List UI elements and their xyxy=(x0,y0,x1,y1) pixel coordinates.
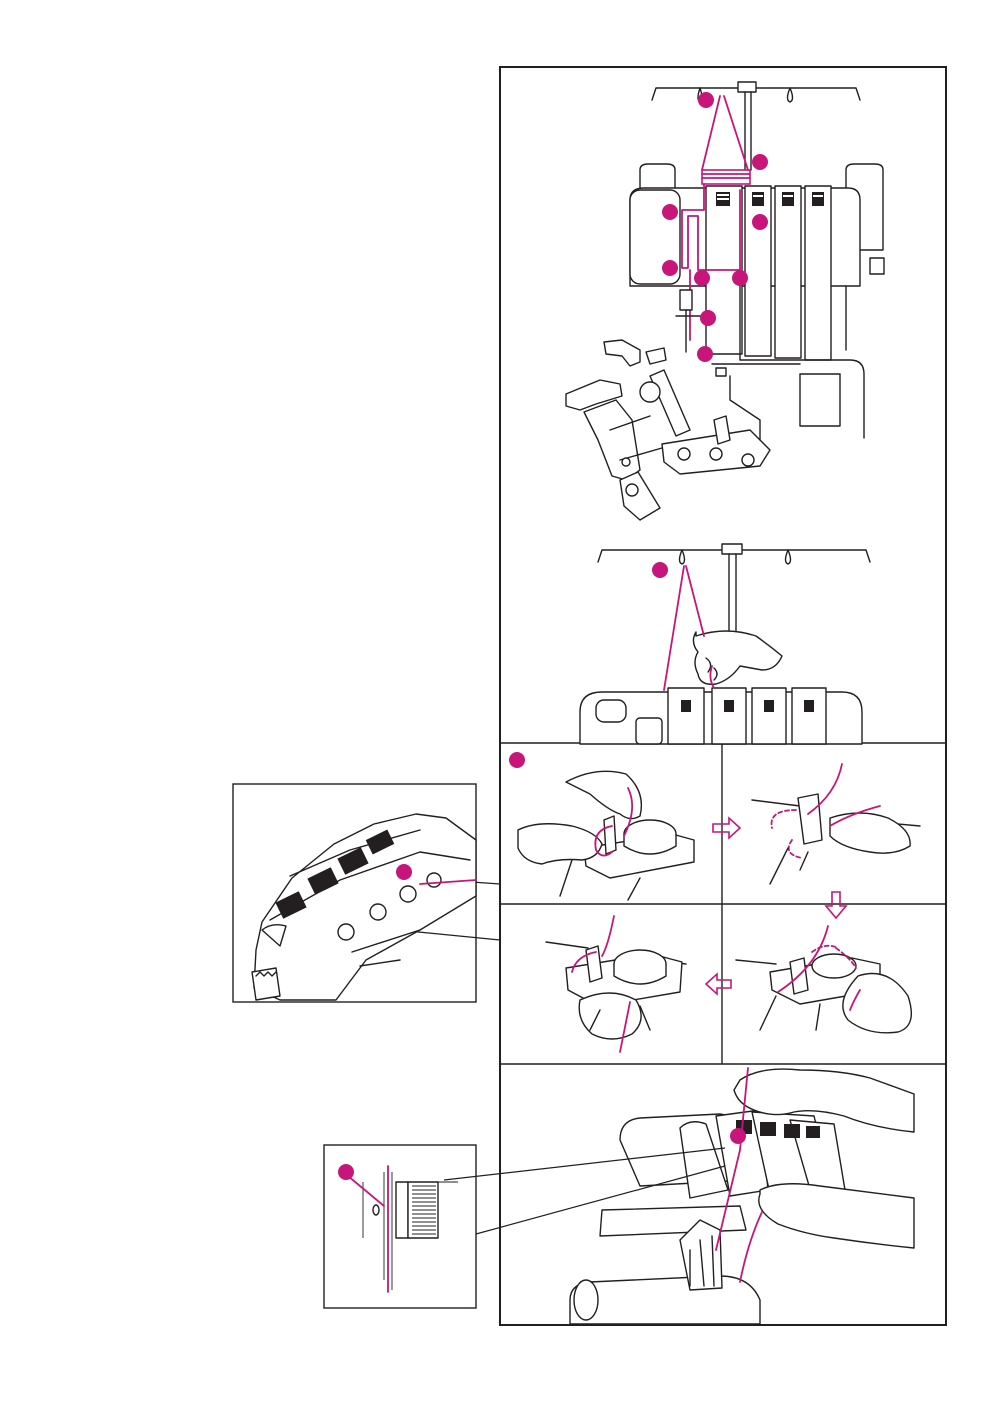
machine-threading-overview xyxy=(566,82,884,520)
needle-threading-hands xyxy=(570,1068,914,1324)
tension-dial-step-3 xyxy=(736,926,911,1033)
arrow-right-icon xyxy=(713,818,740,838)
tension-dial-step-1 xyxy=(509,752,694,900)
tension-dial-step-2 xyxy=(752,764,920,884)
arrow-down-icon xyxy=(826,892,846,918)
arrow-left-icon xyxy=(706,974,731,994)
thread-stand-hand xyxy=(580,544,870,744)
tension-dial-step-4 xyxy=(546,916,686,1052)
